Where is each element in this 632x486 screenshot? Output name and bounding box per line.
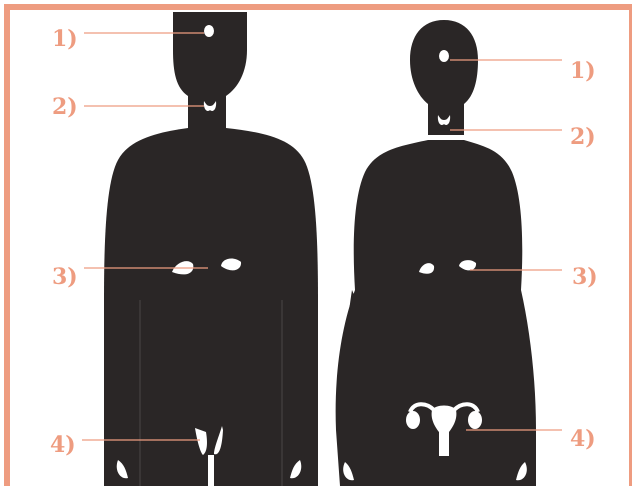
female-label-3: 3) xyxy=(572,266,598,288)
male-label-4: 4) xyxy=(50,434,76,456)
male-pituitary-gland xyxy=(204,25,214,37)
male-leg-gap xyxy=(208,455,214,486)
female-label-4: 4) xyxy=(570,428,596,450)
male-label-1: 1) xyxy=(52,28,78,50)
male-label-3: 3) xyxy=(52,266,78,288)
female-ovary-left xyxy=(406,411,420,429)
male-silhouette xyxy=(104,12,318,486)
frame-border xyxy=(7,7,632,486)
female-label-1: 1) xyxy=(570,60,596,82)
female-ovary-right xyxy=(468,411,482,429)
male-label-2: 2) xyxy=(52,96,78,118)
female-label-2: 2) xyxy=(570,126,596,148)
female-pituitary-gland xyxy=(439,50,449,62)
